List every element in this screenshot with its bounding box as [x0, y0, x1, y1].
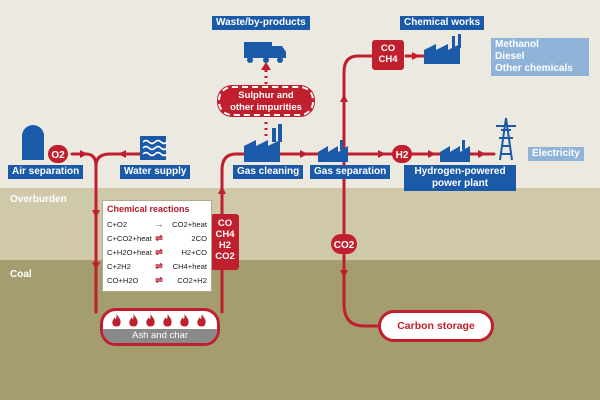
- gas-cleaning-label: Gas cleaning: [233, 165, 304, 179]
- arrow-down-1: [92, 210, 100, 218]
- electricity-pylon-icon: [496, 117, 516, 161]
- flames-group: [111, 314, 207, 328]
- waste-by-products-label: Waste/by-products: [212, 16, 310, 30]
- gas-separation-label: Gas separation: [310, 165, 391, 179]
- arrow-up-co2: [340, 94, 348, 102]
- arrow-right-4: [478, 150, 486, 158]
- reaction-rhs: CO2+H2: [177, 275, 207, 285]
- coal-label: Coal: [10, 269, 32, 280]
- reaction-row: C+CO2+heat ⇌ 2CO: [107, 231, 207, 245]
- reaction-lhs: C+CO2+heat: [107, 233, 152, 243]
- electricity-label: Electricity: [528, 147, 584, 161]
- reaction-row: C+2H2 ⇌ CH4+heat: [107, 259, 207, 273]
- arrow-right-chem: [412, 52, 420, 60]
- overburden-layer: [0, 188, 600, 260]
- hydrogen-plant-line-2: power plant: [431, 178, 489, 189]
- truck-icon: [244, 42, 286, 63]
- reaction-arrow-icon: ⇌: [155, 260, 163, 271]
- reaction-arrow-icon: ⇌: [155, 274, 163, 285]
- arrow-right-2: [378, 150, 386, 158]
- arrow-up-waste: [261, 62, 271, 70]
- flame-icon: [180, 314, 189, 327]
- chemical-works-factory-icon: [424, 34, 461, 64]
- reaction-row: C+O2 → CO2+heat: [107, 217, 207, 231]
- arrow-water-left: [118, 150, 126, 158]
- arrow-down-co2: [340, 270, 348, 278]
- o2-marker: O2: [48, 145, 68, 163]
- ash-and-char-label: Ash and char: [103, 329, 217, 343]
- syngas-co: CO: [217, 218, 233, 229]
- flame-icon: [197, 314, 206, 327]
- arrow-down-2: [92, 262, 100, 270]
- reaction-arrow-icon: →: [154, 219, 164, 229]
- arrow-up-well-2: [218, 186, 226, 194]
- co-ch4-line-co: CO: [380, 43, 396, 54]
- reaction-lhs: CO+H2O: [107, 275, 139, 285]
- chemical-reactions-title: Chemical reactions: [107, 204, 190, 214]
- carbon-storage-pill: Carbon storage: [378, 310, 494, 342]
- flame-icon: [112, 314, 121, 327]
- air-separation-label: Air separation: [8, 165, 84, 179]
- reaction-arrow-icon: ⇌: [155, 246, 163, 257]
- reaction-row: CO+H2O ⇌ CO2+H2: [107, 273, 207, 287]
- reaction-lhs: C+O2: [107, 219, 128, 229]
- product-methanol: Methanol: [495, 39, 539, 50]
- water-supply-label: Water supply: [120, 165, 191, 179]
- h2-marker: H2: [392, 145, 412, 163]
- product-other-chemicals: Other chemicals: [495, 63, 573, 74]
- chemical-works-label: Chemical works: [400, 16, 485, 30]
- reaction-rhs: CO2+heat: [172, 219, 207, 229]
- pipe-water-to-well: [94, 152, 167, 168]
- gas-cleaning-factory-icon: [244, 124, 282, 162]
- impurities-pill: Sulphur and other impurities: [218, 86, 314, 116]
- syngas-co2: CO2: [215, 251, 235, 262]
- svg-text:CO2: CO2: [334, 240, 355, 251]
- hydrogen-power-plant-label: Hydrogen-powered power plant: [404, 165, 516, 191]
- overburden-label: Overburden: [10, 194, 67, 205]
- air-separation-tank-icon: [22, 125, 44, 160]
- co2-marker: CO2: [331, 234, 357, 254]
- arrow-right-3: [428, 150, 436, 158]
- reaction-rhs: 2CO: [191, 233, 207, 243]
- product-diesel: Diesel: [495, 51, 525, 62]
- power-plant-factory-icon: [440, 140, 470, 162]
- reaction-rhs: H2+CO: [181, 247, 207, 257]
- pipe-well-to-cleaning: [220, 152, 318, 314]
- chemical-products-label: Methanol Diesel Other chemicals: [491, 38, 589, 76]
- impurities-line-1: Sulphur and: [238, 90, 294, 101]
- flame-icon: [163, 314, 172, 327]
- reaction-arrow-icon: ⇌: [155, 232, 163, 243]
- svg-text:H2: H2: [396, 150, 409, 161]
- arrow-air-right: [80, 150, 88, 158]
- co-ch4-box: CO CH4: [372, 40, 404, 70]
- chemical-reactions-panel: Chemical reactions C+O2 → CO2+heat C+CO2…: [102, 200, 212, 292]
- flame-icon: [129, 314, 138, 327]
- reaction-lhs: C+H2O+heat: [107, 247, 152, 257]
- gasification-chamber: Ash and char: [100, 308, 220, 346]
- syngas-h2: H2: [218, 240, 232, 251]
- svg-text:O2: O2: [51, 150, 65, 161]
- impurities-line-2: other impurities: [230, 102, 302, 113]
- flame-icon: [146, 314, 155, 327]
- co-ch4-line-ch4: CH4: [378, 54, 398, 65]
- pipe-co2-riser: [342, 54, 374, 74]
- syngas-box: CO CH4 H2 CO2: [211, 214, 239, 270]
- syngas-ch4: CH4: [215, 229, 235, 240]
- reaction-rhs: CH4+heat: [172, 261, 207, 271]
- gas-separation-factory-icon: [318, 140, 348, 162]
- reaction-row: C+H2O+heat ⇌ H2+CO: [107, 245, 207, 259]
- water-supply-icon: [140, 136, 168, 160]
- arrow-right-1: [300, 150, 308, 158]
- hydrogen-plant-line-1: Hydrogen-powered: [414, 166, 506, 177]
- reaction-lhs: C+2H2: [107, 261, 131, 271]
- pipe-co2-branch: [342, 70, 382, 328]
